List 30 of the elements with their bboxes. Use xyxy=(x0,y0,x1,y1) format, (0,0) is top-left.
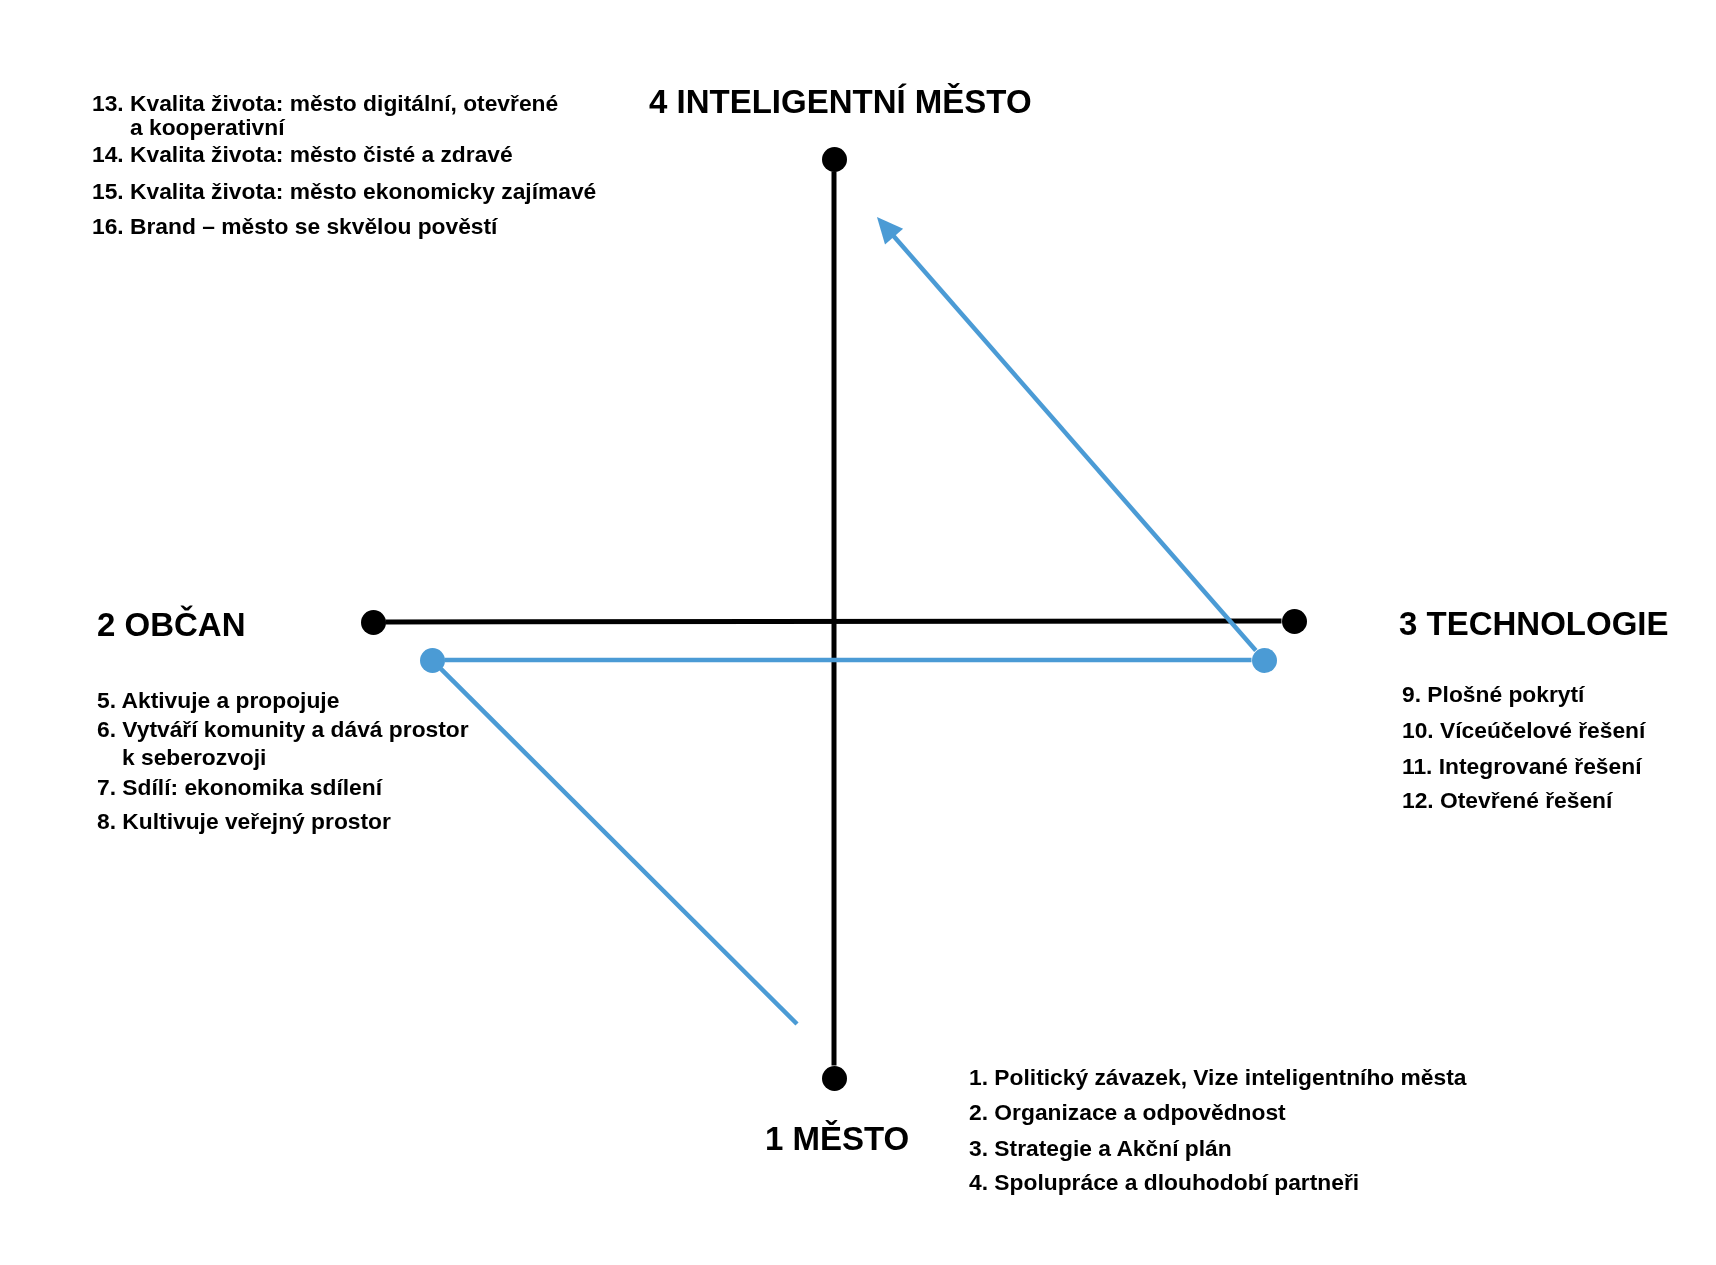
list-item: 10. Víceúčelové řešení xyxy=(1402,718,1646,742)
pole-heading: 4 INTELIGENTNÍ MĚSTO xyxy=(649,85,1032,118)
axis-line xyxy=(385,618,1282,625)
connector-line xyxy=(444,657,1252,663)
list-item: 7. Sdílí: ekonomika sdílení xyxy=(97,773,383,801)
list-item: 14. Kvalita života: město čisté a zdravé xyxy=(92,142,513,166)
list-item: 5. Aktivuje a propojuje xyxy=(97,686,340,714)
list-item: 4. Spolupráce a dlouhodobí partneři xyxy=(969,1170,1360,1194)
axis-line xyxy=(831,171,837,1066)
endpoint-dot xyxy=(1281,608,1307,634)
list-item: 13. Kvalita života: město digitální, otevřené a kooperativní xyxy=(92,91,560,139)
list-item: 3. Strategie a Akční plán xyxy=(969,1136,1232,1160)
endpoint-dot xyxy=(360,609,386,635)
pole-heading: 3 TECHNOLOGIE xyxy=(1399,607,1669,640)
pole-heading: 1 MĚSTO xyxy=(765,1122,910,1155)
list-item: 1. Politický závazek, Vize inteligentního města xyxy=(969,1065,1467,1089)
list-item: 15. Kvalita života: město ekonomicky zajímavé xyxy=(92,179,597,203)
list-item: 6. Vytváří komunity a dává prostor k seberozvoji xyxy=(97,715,470,771)
waypoint-dot xyxy=(419,647,445,673)
list-item: 9. Plošné pokrytí xyxy=(1402,682,1585,706)
arrow xyxy=(876,217,1258,653)
list-item: 2. Organizace a odpovědnost xyxy=(969,1100,1286,1124)
list-item: 12. Otevřené řešení xyxy=(1402,788,1613,812)
list-item: 11. Integrované řešení xyxy=(1402,754,1642,778)
list-item: 16. Brand – město se skvělou pověstí xyxy=(92,214,498,238)
endpoint-dot xyxy=(821,146,847,172)
list-item: 8. Kultivuje veřejný prostor xyxy=(97,807,391,835)
connector-line xyxy=(439,667,799,1026)
waypoint-dot xyxy=(1251,647,1277,673)
endpoint-dot xyxy=(821,1065,847,1091)
